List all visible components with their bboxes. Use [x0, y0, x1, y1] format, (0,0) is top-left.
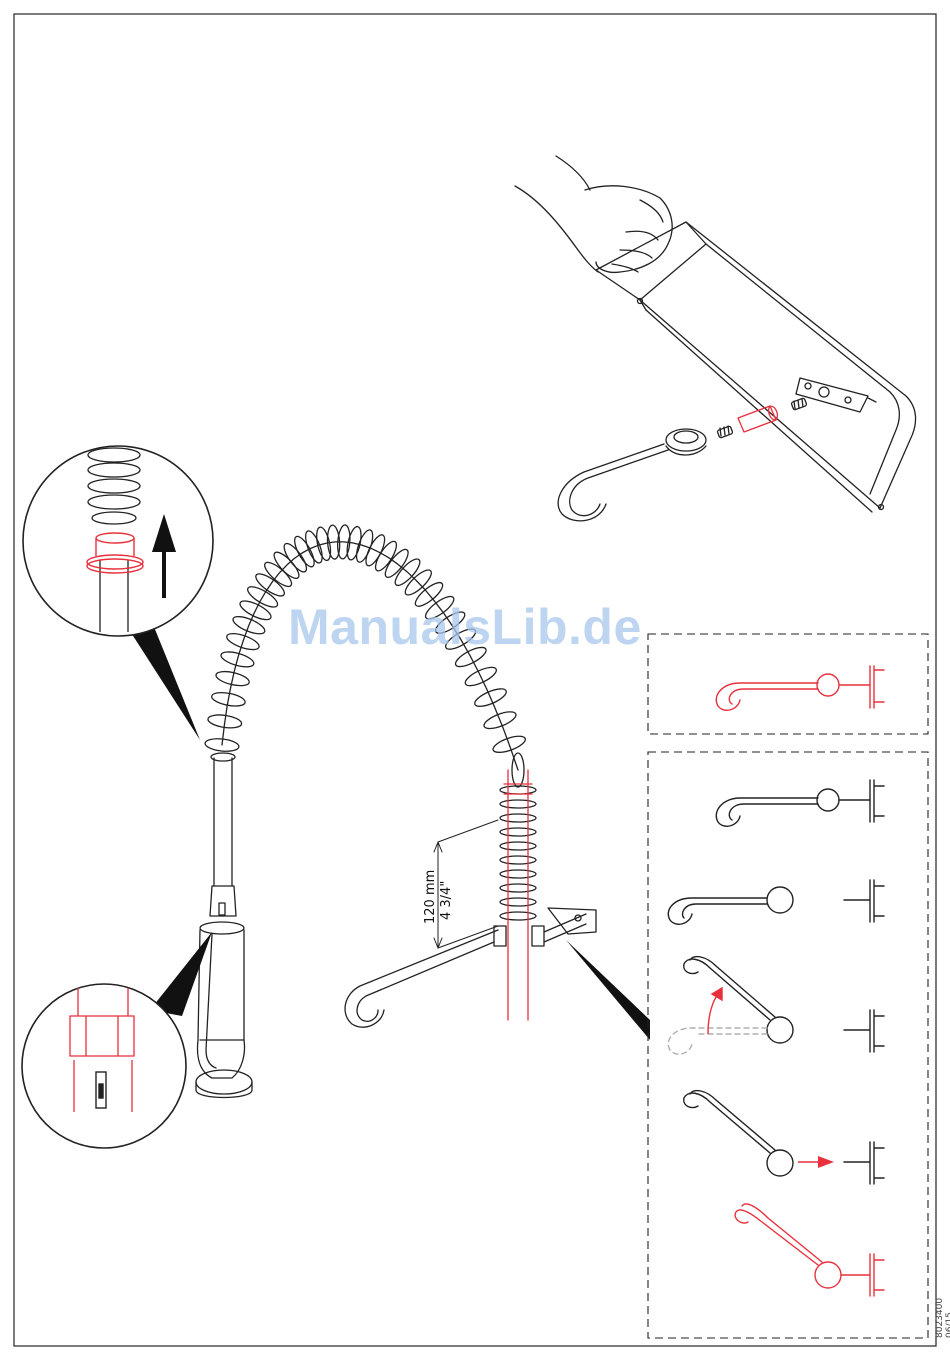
arrow-right-icon — [798, 1156, 834, 1168]
cut-tube — [738, 405, 779, 432]
document-code: 8023400 06/15 — [935, 1298, 950, 1338]
rotate-arrow-icon — [708, 988, 722, 1034]
spring-coil — [500, 870, 536, 878]
hand-icon — [578, 186, 672, 273]
hook-icon — [684, 1091, 793, 1176]
callout-nut-detail — [22, 932, 212, 1148]
bracket-arm — [345, 908, 596, 1027]
wall-bracket-icon — [870, 780, 884, 822]
spring-coil — [500, 856, 536, 864]
hook-icon — [716, 789, 870, 826]
watermark: ManualsLib.de — [288, 598, 642, 656]
spring-coil — [500, 828, 536, 836]
wall-bracket-icon — [844, 880, 884, 922]
ghost-hook — [668, 1028, 767, 1054]
panel-steps — [648, 752, 928, 1338]
dimension-metric: 120 mm — [423, 870, 438, 924]
page-frame — [14, 14, 936, 1346]
hook-icon — [716, 666, 884, 710]
spring-coil — [500, 800, 536, 808]
saw-cutting-scene — [515, 156, 916, 521]
hook-icon — [558, 429, 706, 521]
wall-bracket-icon — [844, 1142, 884, 1184]
spring-coil — [500, 842, 536, 850]
panel-result — [648, 634, 928, 734]
spring-coil — [500, 814, 536, 822]
wall-bracket-icon — [844, 1010, 884, 1052]
hook-icon — [684, 957, 793, 1043]
spring-coil — [500, 898, 536, 906]
arm-outline — [556, 156, 590, 190]
callout-pointer — [566, 940, 650, 1040]
spring-coil — [500, 884, 536, 892]
spring-coil — [500, 912, 536, 920]
coil-spring — [204, 524, 536, 920]
callout-spring-detail — [23, 446, 213, 740]
hook-icon — [668, 887, 793, 924]
wall-bracket-icon — [796, 378, 876, 412]
hook-icon — [735, 1204, 884, 1296]
dimension-imperial: 4 3/4" — [439, 881, 454, 920]
